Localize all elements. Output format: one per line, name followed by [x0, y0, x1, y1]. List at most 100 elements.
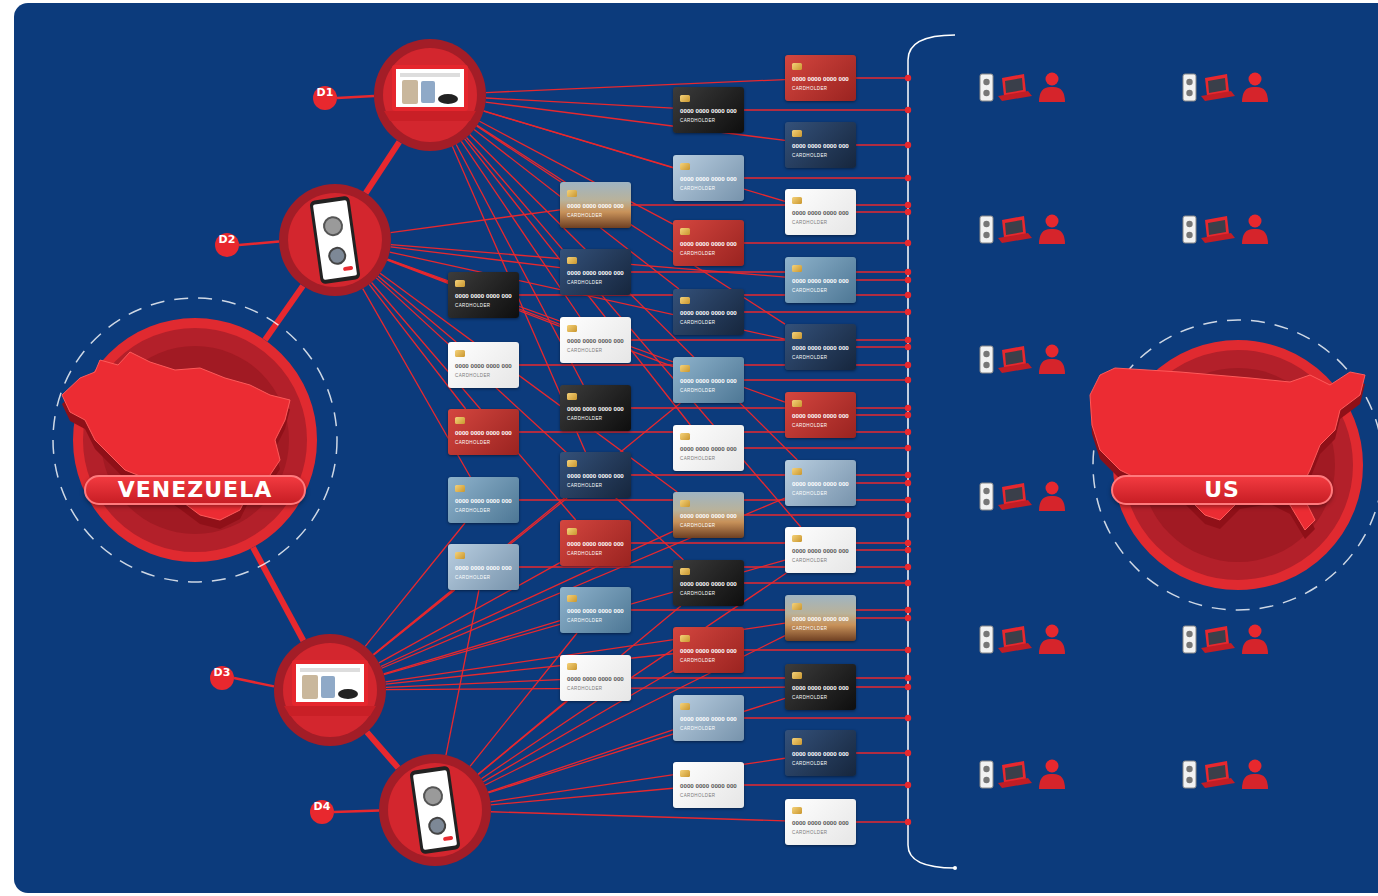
card-link-line — [744, 242, 908, 243]
dashed-ring — [53, 298, 337, 582]
card-number: 0000 0000 0000 000 — [455, 564, 512, 571]
link-dot — [905, 445, 911, 451]
credit-card: 0000 0000 0000 000CARDHOLDER — [673, 357, 744, 403]
phone-icon-dot — [983, 766, 989, 772]
cardholder: CARDHOLDER — [680, 726, 716, 731]
country-circle: VENEZUELA — [73, 318, 317, 562]
screen-bar — [400, 73, 460, 77]
card-number: 0000 0000 0000 000 — [567, 405, 624, 412]
link-dot — [905, 647, 911, 653]
card-link-line — [856, 211, 908, 212]
victim-icons — [1183, 625, 1268, 655]
link-line — [446, 590, 479, 755]
card-number: 0000 0000 0000 000 — [680, 240, 737, 247]
link-dot — [905, 405, 911, 411]
link-dot — [905, 202, 911, 208]
card-link-line — [856, 752, 908, 753]
link-line — [486, 98, 673, 108]
link-dot — [905, 540, 911, 546]
link-dot — [905, 580, 911, 586]
victim-icons — [1183, 760, 1268, 790]
device-art — [234, 634, 386, 746]
laptop-icon-base — [998, 233, 1032, 243]
card-number: 0000 0000 0000 000 — [792, 547, 849, 554]
link-dot — [905, 337, 911, 343]
person-icon-head — [1249, 760, 1262, 773]
cardholder: CARDHOLDER — [567, 686, 603, 691]
device-art — [334, 754, 491, 866]
device-label: D2 — [215, 233, 239, 257]
cardholder: CARDHOLDER — [455, 303, 491, 308]
person-icon-head — [1046, 760, 1059, 773]
phone-icon-dot — [1186, 79, 1192, 85]
label-leader — [234, 678, 274, 686]
card-chip — [567, 528, 577, 535]
person-icon-head — [1249, 215, 1262, 228]
laptop-icon-base — [998, 643, 1032, 653]
person-icon-body — [1039, 359, 1065, 374]
link-dot — [905, 782, 911, 788]
card-link-line — [744, 514, 908, 515]
laptop-icon-base — [998, 500, 1032, 510]
link-dot — [905, 497, 911, 503]
phone-icon-dot — [1186, 631, 1192, 637]
laptop-icon-base — [1201, 778, 1235, 788]
cardholder: CARDHOLDER — [792, 491, 828, 496]
device-outline — [279, 184, 391, 296]
card-chip — [792, 672, 802, 679]
device-outline — [374, 39, 486, 151]
shoe-picture — [338, 689, 358, 699]
card-number: 0000 0000 0000 000 — [792, 480, 849, 487]
country-circle: US — [1113, 340, 1363, 590]
card-link-line — [856, 549, 908, 550]
card-number: 0000 0000 0000 000 — [792, 750, 849, 757]
laptop-icon-screen — [1005, 220, 1023, 235]
cardholder: CARDHOLDER — [792, 220, 828, 225]
link-dot — [905, 750, 911, 756]
link-dot — [905, 277, 911, 283]
card-link-line — [744, 311, 908, 312]
link-line — [391, 210, 560, 233]
link-line-thick — [253, 547, 303, 640]
phone-picture — [309, 196, 360, 285]
link-dot — [905, 547, 911, 553]
cardholder: CARDHOLDER — [792, 695, 828, 700]
card-number: 0000 0000 0000 000 — [455, 497, 512, 504]
credit-card: 0000 0000 0000 000CARDHOLDER — [560, 385, 631, 431]
link-dot — [905, 472, 911, 478]
card-chip — [792, 332, 802, 339]
card-chip — [680, 433, 690, 440]
cardholder: CARDHOLDER — [680, 118, 716, 123]
card-chip — [567, 663, 577, 670]
link-line — [379, 563, 560, 663]
cardholder: CARDHOLDER — [680, 658, 716, 663]
card-number: 0000 0000 0000 000 — [567, 540, 624, 547]
laptop-screen — [296, 664, 364, 702]
card-number: 0000 0000 0000 000 — [680, 107, 737, 114]
person-icon-head — [1249, 73, 1262, 86]
link-line — [380, 273, 677, 492]
card-number: 0000 0000 0000 000 — [567, 337, 624, 344]
victim-icons — [980, 215, 1065, 245]
person-icon-head — [1046, 215, 1059, 228]
card-chip — [567, 190, 577, 197]
card-link-line — [856, 414, 908, 415]
credit-card: 0000 0000 0000 000CARDHOLDER — [448, 477, 519, 523]
card-link-line — [744, 109, 908, 110]
device-circle: D4 — [379, 754, 491, 866]
card-link-line — [744, 649, 908, 650]
credit-card: 0000 0000 0000 000CARDHOLDER — [785, 324, 856, 370]
cardholder: CARDHOLDER — [680, 793, 716, 798]
credit-card: 0000 0000 0000 000CARDHOLDER — [785, 122, 856, 168]
link-dot — [905, 240, 911, 246]
person-icon-body — [1242, 774, 1268, 789]
label-leader — [239, 242, 279, 246]
link-dot — [905, 142, 911, 148]
cardholder: CARDHOLDER — [792, 626, 828, 631]
link-dot — [905, 512, 911, 518]
country-outline — [1113, 340, 1363, 590]
laptop-icon-screen — [1208, 78, 1226, 93]
laptop-lid — [292, 660, 368, 706]
